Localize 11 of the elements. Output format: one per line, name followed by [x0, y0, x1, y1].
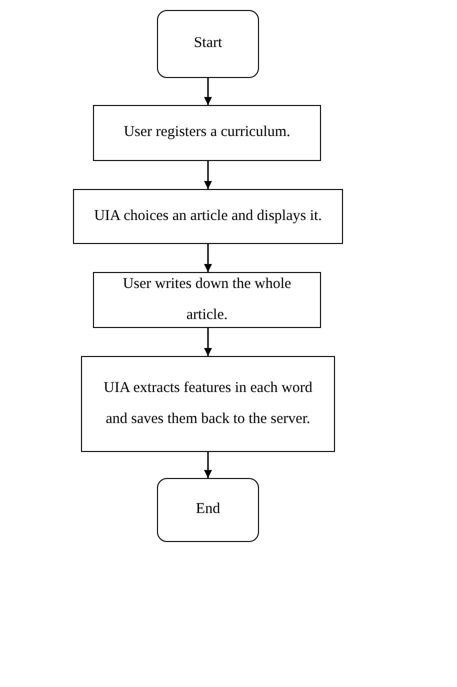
arrow [204, 452, 212, 478]
terminal-box: Start [157, 10, 259, 78]
process-box: UIA extracts features in each word and saves them back to the server. [81, 356, 335, 452]
terminal-box: End [157, 478, 259, 542]
arrow [204, 78, 212, 105]
process-box: UIA choices an article and displays it. [73, 189, 343, 244]
arrow [204, 161, 212, 189]
process-box: User registers a curriculum. [93, 105, 321, 161]
arrow [204, 328, 212, 356]
arrow [204, 244, 212, 272]
process-box: User writes down the whole article. [93, 272, 321, 328]
